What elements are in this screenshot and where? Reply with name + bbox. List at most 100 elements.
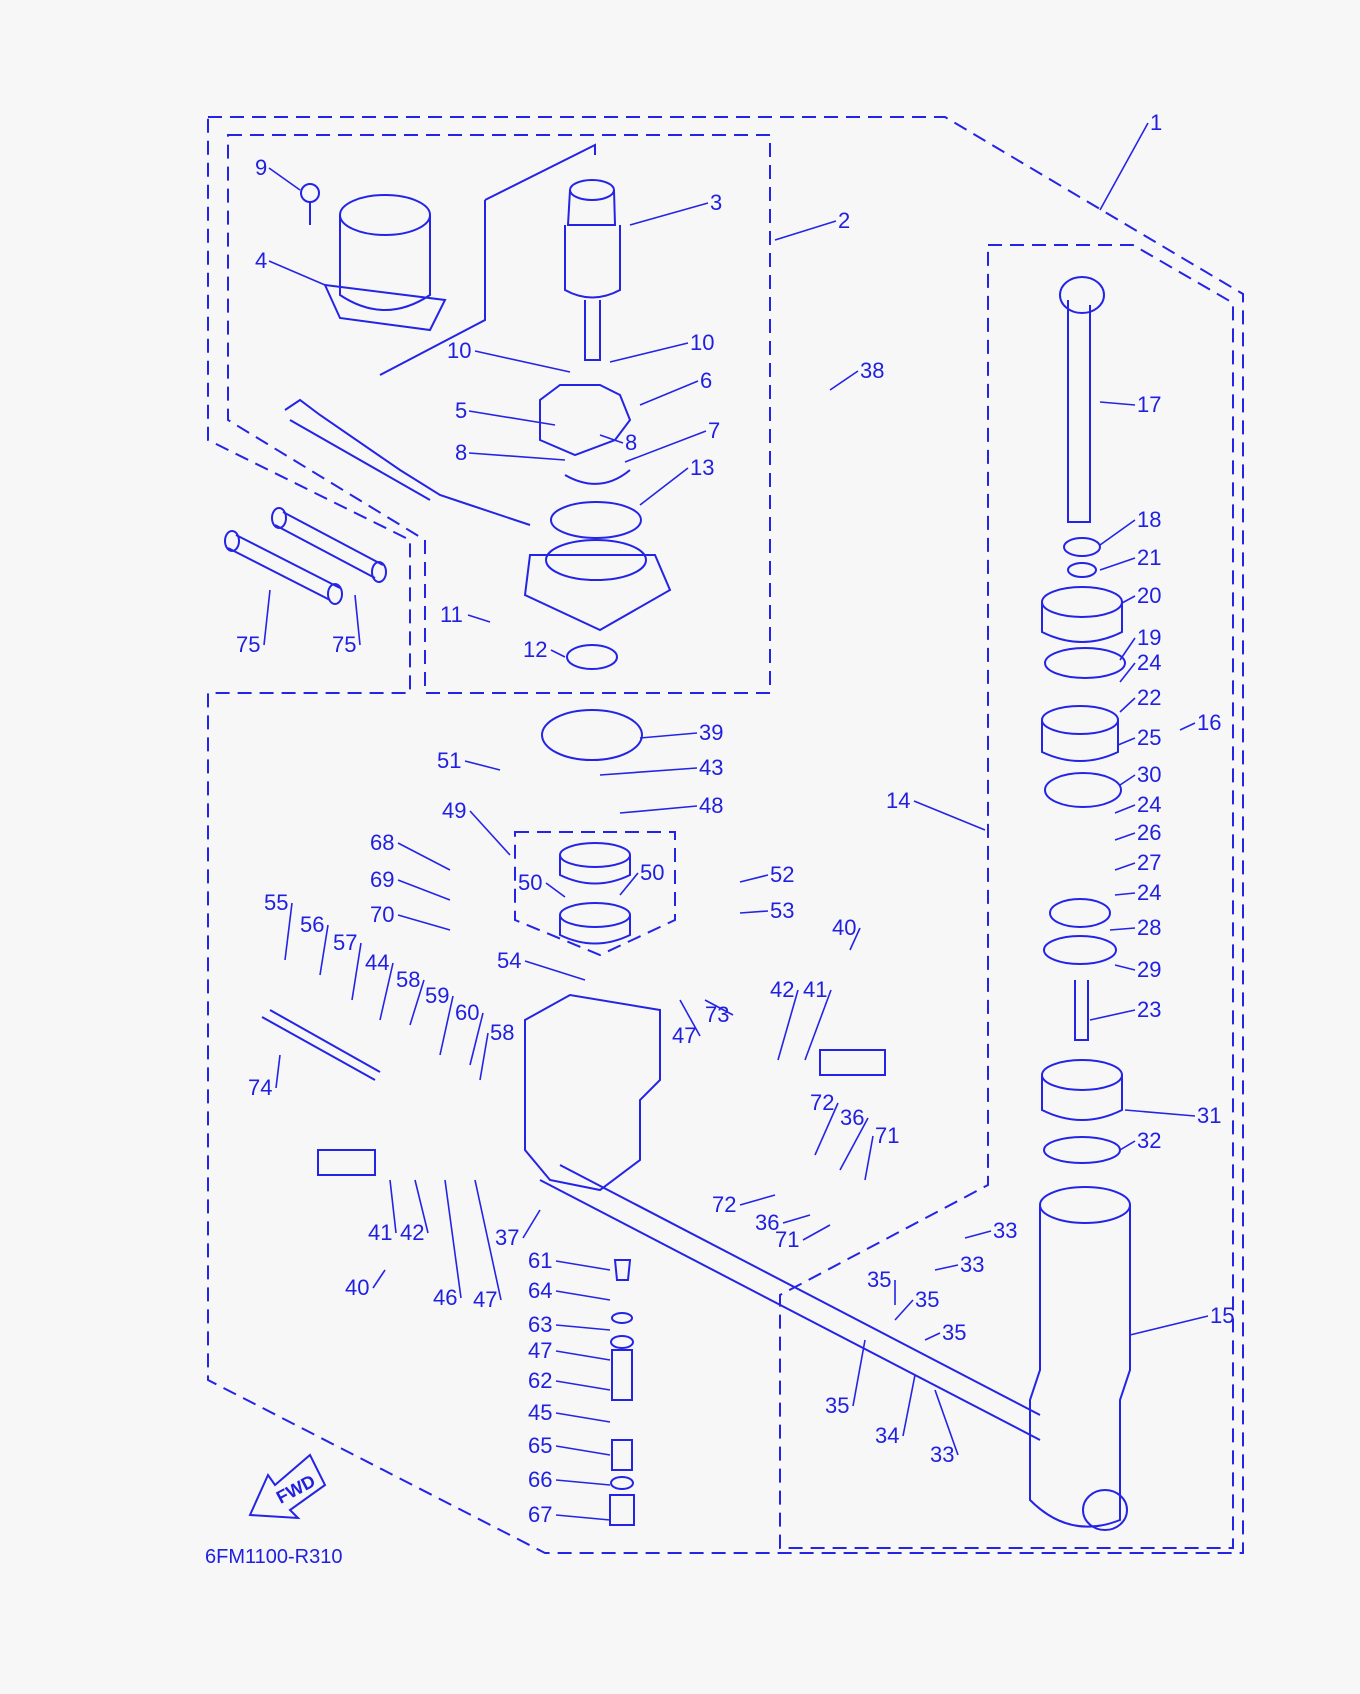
callout-c58a: 58 <box>396 967 420 992</box>
leader-line <box>1099 401 1136 406</box>
leader-line <box>619 805 698 814</box>
o-ring-39 <box>541 709 643 761</box>
leader-line <box>777 989 799 1061</box>
callout-c72b: 72 <box>712 1192 736 1217</box>
motor-housing <box>300 183 447 332</box>
leader-line <box>268 260 326 286</box>
leader-line <box>524 960 586 981</box>
leader-line <box>1117 737 1136 746</box>
callout-c10a: 10 <box>447 338 471 363</box>
callout-c33a: 33 <box>993 1218 1017 1243</box>
leader-line <box>599 767 698 776</box>
leader-line <box>555 1479 611 1486</box>
callout-c25: 25 <box>1137 725 1161 750</box>
leader-line <box>774 220 837 241</box>
callout-c11: 11 <box>440 602 463 627</box>
leader-line <box>409 979 425 1026</box>
callout-c47c: 47 <box>528 1338 552 1363</box>
leader-line <box>1099 519 1136 546</box>
leader-line <box>268 167 301 191</box>
callout-c28: 28 <box>1137 915 1161 940</box>
leader-line <box>379 962 394 1021</box>
leader-line <box>284 902 293 961</box>
leader-line <box>739 1194 776 1206</box>
leader-line <box>839 1117 869 1171</box>
callout-c66: 66 <box>528 1467 552 1492</box>
callout-c60: 60 <box>455 1000 479 1025</box>
leader-line <box>414 1179 429 1234</box>
callout-c22: 22 <box>1137 685 1161 710</box>
callout-c36a: 36 <box>840 1105 864 1130</box>
leader-line <box>619 872 639 896</box>
callout-c24b: 24 <box>1137 792 1161 817</box>
bearing-12 <box>566 644 618 670</box>
leader-line <box>639 732 698 739</box>
leader-line <box>474 350 571 373</box>
callout-c36b: 36 <box>755 1210 779 1235</box>
callout-c31: 31 <box>1197 1103 1221 1128</box>
callout-c3: 3 <box>710 190 722 215</box>
leader-line <box>522 1209 541 1239</box>
leader-line <box>469 810 511 856</box>
leader-line <box>319 924 329 976</box>
callout-c63: 63 <box>528 1312 552 1337</box>
leader-line <box>1114 964 1136 971</box>
leader-line <box>550 649 566 658</box>
leader-line <box>555 1290 611 1301</box>
leader-line <box>464 760 501 771</box>
valve-block <box>559 842 631 945</box>
leader-line <box>354 594 361 646</box>
callout-c40b: 40 <box>345 1275 369 1300</box>
leader-line <box>1124 1109 1196 1117</box>
callout-c40a: 40 <box>832 915 856 940</box>
callout-c33b: 33 <box>960 1252 984 1277</box>
leader-line <box>397 914 451 931</box>
leader-line <box>609 342 689 363</box>
callout-c21: 21 <box>1137 545 1161 570</box>
leader-line <box>829 370 859 391</box>
leader-line <box>1119 697 1136 713</box>
callout-c19: 19 <box>1137 625 1161 650</box>
leader-line <box>1119 1140 1136 1151</box>
leader-line <box>894 1299 914 1321</box>
armature <box>564 179 621 361</box>
cylinder-cap-20 <box>1041 586 1123 643</box>
leader-line <box>739 910 769 914</box>
callout-c54: 54 <box>497 948 521 973</box>
callout-c44: 44 <box>365 950 389 975</box>
leader-line <box>902 1374 916 1437</box>
callout-c47a: 47 <box>672 1023 696 1048</box>
callout-c26: 26 <box>1137 820 1161 845</box>
callout-c6: 6 <box>700 368 712 393</box>
callout-c48: 48 <box>699 793 723 818</box>
leader-line <box>372 1269 386 1289</box>
leader-line <box>629 202 709 226</box>
callout-c42a: 42 <box>770 977 794 1002</box>
leader-line <box>555 1380 611 1391</box>
leader-line <box>804 989 832 1061</box>
callout-c58b: 58 <box>490 1020 514 1045</box>
fwd-label: FWD <box>273 1471 319 1508</box>
callout-c13: 13 <box>690 455 714 480</box>
leader-line <box>1119 637 1136 661</box>
seal-18 <box>1063 537 1101 557</box>
leader-line <box>814 1102 839 1156</box>
drawing-code: 6FM1100-R310 <box>205 1546 342 1568</box>
o-ring-21 <box>1067 562 1097 578</box>
callout-c67: 67 <box>528 1502 552 1527</box>
o-ring-32 <box>1043 1136 1121 1164</box>
valve-stack <box>609 1259 635 1526</box>
tilt-rod <box>1059 276 1105 523</box>
leader-line <box>555 1412 611 1423</box>
o-ring-30 <box>1044 772 1122 808</box>
leader-line <box>913 800 986 831</box>
callout-c68: 68 <box>370 830 394 855</box>
callout-c51: 51 <box>437 748 461 773</box>
callout-c61: 61 <box>528 1248 552 1273</box>
callout-c29: 29 <box>1137 957 1161 982</box>
callout-c27: 27 <box>1137 850 1161 875</box>
leader-line <box>479 1032 489 1081</box>
leader-line <box>924 1332 941 1341</box>
callout-c46: 46 <box>433 1285 457 1310</box>
